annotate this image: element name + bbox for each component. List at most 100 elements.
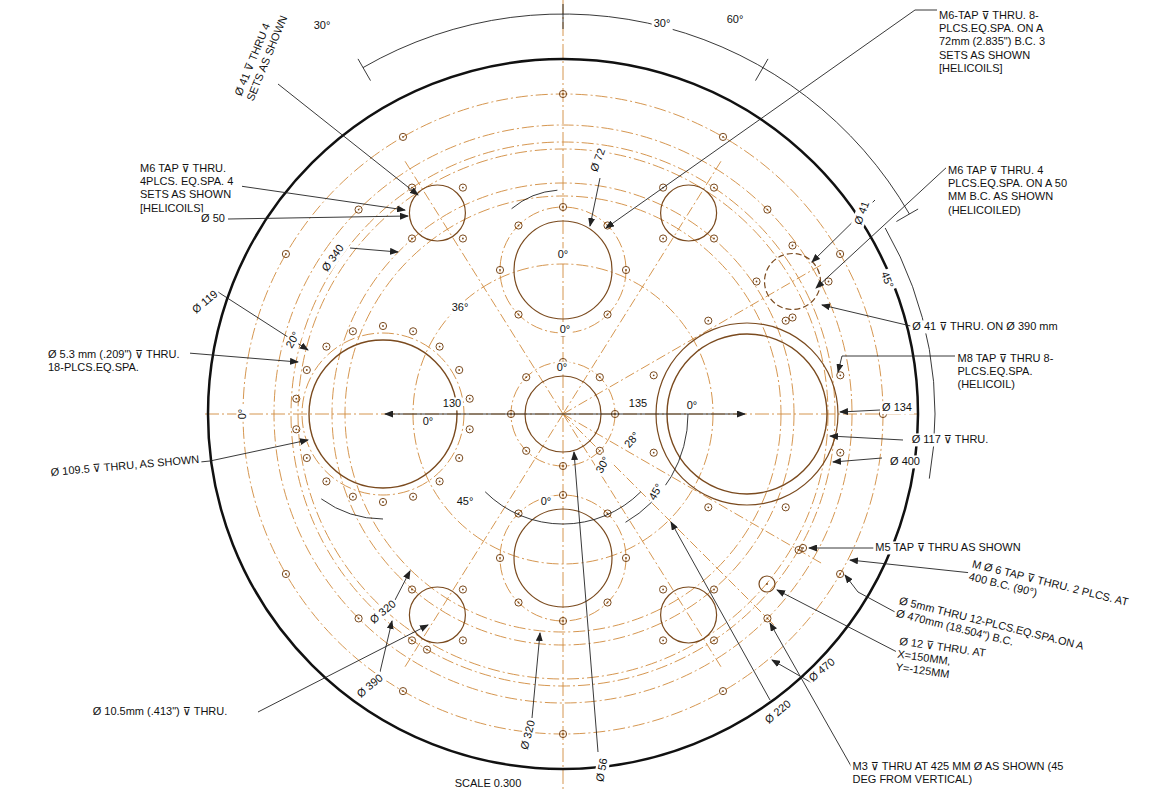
tapped-hole: [622, 554, 629, 561]
leader-line: [278, 84, 418, 195]
dimension-label: Ø 320: [517, 717, 539, 753]
bolt-circle: [291, 142, 835, 686]
hole-center: [607, 602, 609, 604]
dimension-label: Ø 134: [880, 401, 914, 414]
tapped-hole: [660, 637, 667, 644]
hole-center: [562, 206, 564, 208]
tapped-hole: [459, 586, 466, 593]
tapped-hole: [837, 250, 844, 257]
bolt-circle: [345, 196, 781, 632]
hole-center: [518, 602, 520, 604]
tapped-hole: [660, 235, 667, 242]
tapped-hole: [496, 266, 503, 273]
hole-center: [462, 589, 464, 591]
dimension-label: 0°: [236, 407, 249, 422]
hole-center: [439, 346, 441, 348]
leader-line: [838, 356, 955, 372]
hole-center: [426, 649, 428, 651]
center-line: [205, 414, 918, 415]
dimension-label: M5 TAP ⊽ THRU AS SHOWN: [873, 541, 1022, 554]
dimension-label: 130: [441, 397, 463, 410]
hole-center: [402, 690, 404, 692]
tapped-hole: [764, 206, 771, 213]
tapped-hole: [436, 343, 443, 350]
tapped-hole: [466, 395, 473, 402]
note-label: M6 TAP ⊽ THRU. 4 PLCS.EQ.SPA. ON A 50 MM…: [946, 164, 1078, 217]
hole-center: [295, 428, 297, 430]
tapped-hole: [496, 554, 503, 561]
hole-center: [518, 225, 520, 227]
tapped-hole: [559, 617, 566, 624]
hole-center: [358, 618, 360, 620]
hole-center: [525, 450, 527, 452]
dimension-label: 30°: [652, 17, 673, 30]
hole-center: [285, 253, 287, 255]
dimension-label: Ø 10.5mm (.413") ⊽ THRU.: [91, 705, 230, 718]
tapped-hole: [459, 184, 466, 191]
dimension-label: 20°: [282, 328, 304, 352]
dimension-label: Ø 41 ⊽ THRU. ON Ø 390 mm: [910, 320, 1059, 333]
leader-line: [671, 522, 770, 700]
leader-line: [830, 436, 903, 440]
tapped-hole: [559, 730, 566, 737]
hole-center: [458, 369, 460, 371]
tapped-hole: [408, 235, 415, 242]
tapped-hole: [705, 504, 712, 511]
hole-center: [469, 428, 471, 430]
hole-center: [653, 374, 655, 376]
radial-line: [563, 414, 823, 564]
hole-center: [792, 245, 794, 247]
hole-center: [707, 506, 709, 508]
hole-center: [707, 320, 709, 322]
port-hole: [409, 185, 465, 241]
port-hole: [661, 185, 717, 241]
hole-center: [599, 450, 601, 452]
dimension-label: 0°: [558, 323, 573, 336]
tapped-hole: [837, 570, 844, 577]
hole-center: [295, 398, 297, 400]
tapped-hole: [710, 184, 717, 191]
tapped-hole: [604, 599, 611, 606]
dimension-label: 30°: [312, 19, 333, 32]
tapped-hole: [523, 374, 530, 381]
tapped-hole: [795, 546, 802, 553]
dimension-label: Ø 470: [805, 654, 839, 686]
tapped-hole: [753, 278, 760, 285]
hole-center: [839, 573, 841, 575]
dimension-label: Ø 390: [353, 670, 387, 702]
dimension-label: Ø 400: [888, 455, 922, 468]
tapped-hole: [399, 133, 406, 140]
hole-center: [562, 93, 564, 95]
angle-dimension: [485, 492, 641, 524]
hole-center: [713, 187, 715, 189]
tapped-hole: [596, 374, 603, 381]
dimension-label: Ø 340: [318, 240, 348, 275]
tapped-hole: [355, 615, 362, 622]
hole-center: [785, 506, 787, 508]
dimension-label: Ø 50: [199, 212, 227, 225]
tapped-hole: [379, 498, 386, 505]
tapped-hole: [710, 235, 717, 242]
hole-center: [713, 589, 715, 591]
hole-center: [462, 640, 464, 642]
extension-line: [563, 4, 564, 29]
dimension-label: Ø 109.5 ⊽ THRU, AS SHOWN: [48, 453, 202, 479]
tapped-hole: [710, 586, 717, 593]
dimension-label: Ø 72: [587, 145, 609, 176]
bolt-circle: [500, 207, 626, 333]
hole-center: [767, 209, 769, 211]
tapped-hole: [764, 615, 771, 622]
tapped-hole: [410, 328, 417, 335]
tapped-hole: [705, 317, 712, 324]
hole-center: [722, 690, 724, 692]
hole-center: [462, 238, 464, 240]
leader-line: [258, 625, 428, 712]
note-label: M6 TAP ⊽ THRU. 4PLCS. EQ.SPA. 4 SETS AS …: [138, 162, 242, 215]
tapped-hole: [408, 586, 415, 593]
leader-line: [840, 410, 880, 412]
tapped-hole: [303, 454, 310, 461]
hole-center: [722, 136, 724, 138]
tapped-hole: [789, 314, 796, 321]
leader-line: [833, 458, 882, 462]
note-label: M6-TAP ⊽ THRU. 8-PLCS.EQ.SPA. ON A 72mm …: [937, 9, 1069, 75]
